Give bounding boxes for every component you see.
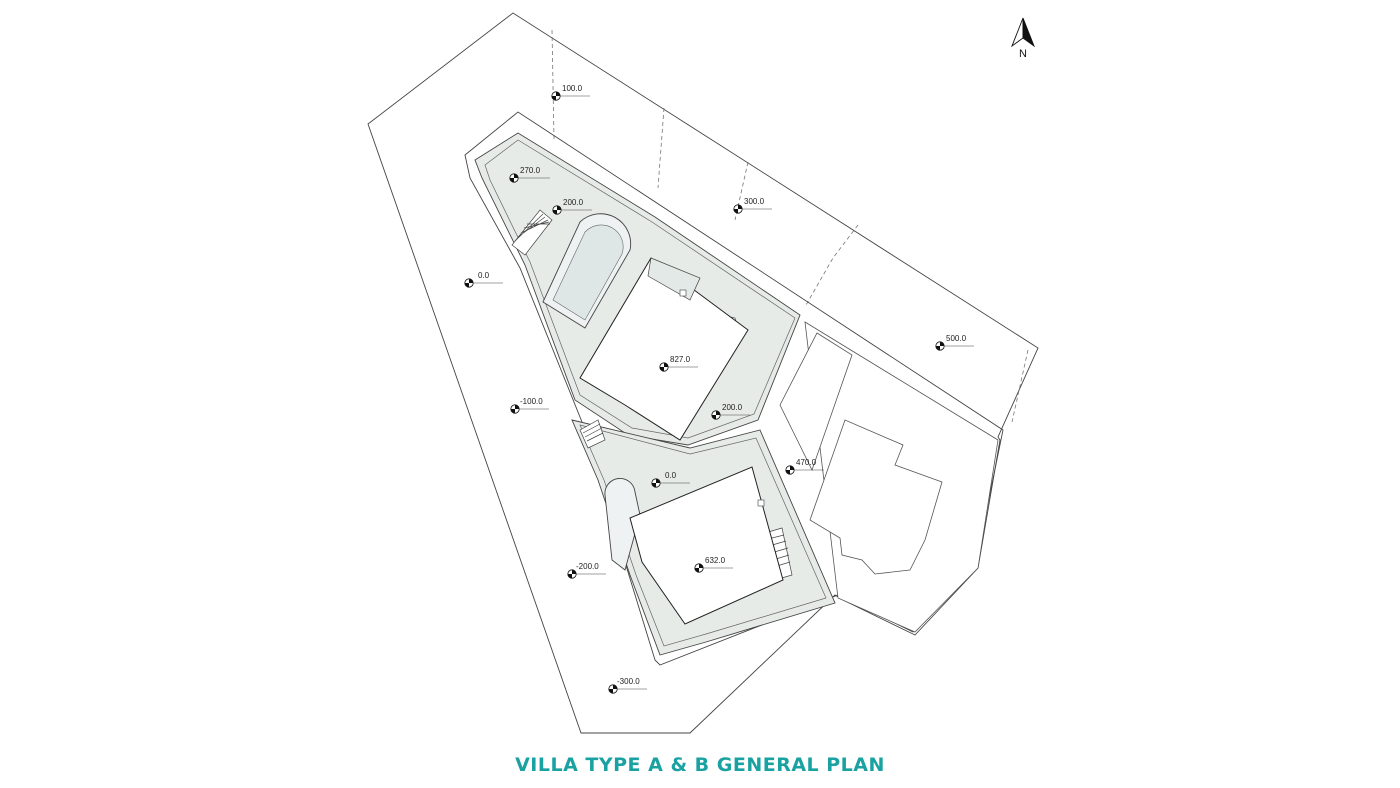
level-label: -100.0 [520, 397, 543, 406]
level-marker: 270.0 [509, 166, 550, 183]
level-marker: 470.0 [785, 458, 824, 475]
villa-a-annex [647, 257, 701, 301]
level-marker: 300.0 [733, 197, 772, 214]
level-label: 200.0 [722, 403, 743, 412]
plot-boundary [464, 111, 1004, 666]
north-label: N [1019, 48, 1027, 60]
level-label: -300.0 [617, 677, 640, 686]
adjacent-plot [779, 332, 853, 472]
level-marker: 100.0 [551, 84, 590, 101]
level-label: 270.0 [520, 166, 541, 175]
level-label: 0.0 [665, 471, 677, 480]
level-label: 500.0 [946, 334, 967, 343]
level-marker: -200.0 [567, 562, 606, 579]
level-label: 632.0 [705, 556, 726, 565]
plan-title: VILLA TYPE A & B GENERAL PLAN [515, 754, 885, 776]
level-marker: 632.0 [694, 556, 733, 573]
level-label: -200.0 [576, 562, 599, 571]
level-label: 827.0 [670, 355, 691, 364]
level-marker: 0.0 [651, 471, 690, 488]
level-label: 300.0 [744, 197, 765, 206]
north-arrow: N [1011, 17, 1035, 60]
level-marker: 200.0 [711, 403, 750, 420]
level-marker: 0.0 [464, 271, 503, 288]
level-label: 0.0 [478, 271, 490, 280]
level-marker: -300.0 [608, 677, 647, 694]
level-marker: -100.0 [510, 397, 549, 414]
level-marker: 827.0 [659, 355, 698, 372]
level-label: 200.0 [563, 198, 584, 207]
adjacent-house [809, 419, 943, 575]
level-label: 470.0 [796, 458, 817, 467]
villa-a-pool [542, 213, 632, 329]
villa-b-building [629, 466, 784, 625]
level-marker: 500.0 [935, 334, 974, 351]
villa-a-building [579, 257, 749, 441]
level-label: 100.0 [562, 84, 583, 93]
villa-a-terrace-edge [484, 139, 796, 439]
villa-a-detail [679, 289, 687, 297]
villa-b-detail [757, 499, 765, 507]
level-marker: 200.0 [552, 198, 592, 215]
villa-b-pool [604, 477, 641, 571]
